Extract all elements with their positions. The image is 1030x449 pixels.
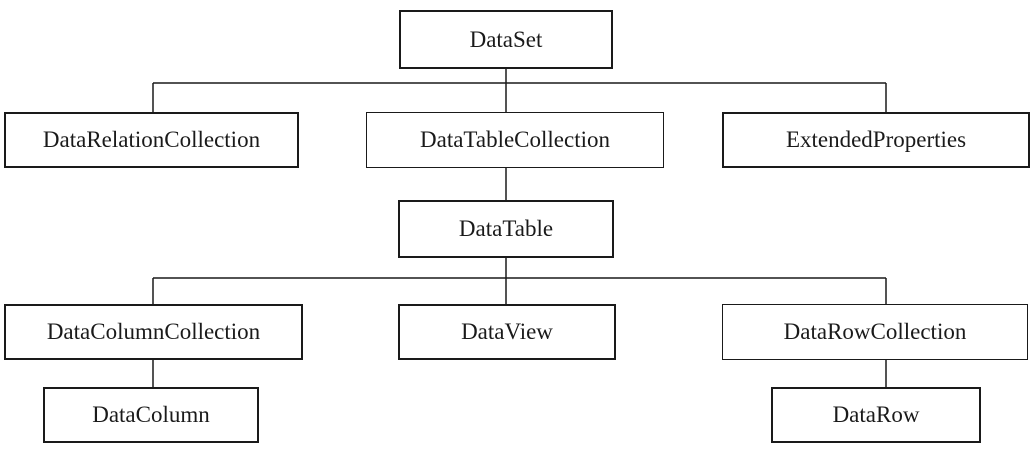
node-data-relation-collection: DataRelationCollection	[4, 112, 299, 168]
node-label: DataRow	[832, 402, 920, 427]
node-label: DataColumnCollection	[46, 319, 261, 344]
node-label: DataTableCollection	[420, 127, 610, 152]
node-data-view: DataView	[398, 304, 616, 360]
node-extended-properties: ExtendedProperties	[722, 112, 1030, 168]
node-data-row-collection: DataRowCollection	[722, 304, 1028, 360]
node-label: DataRelationCollection	[42, 127, 261, 152]
node-data-table-collection: DataTableCollection	[366, 112, 664, 168]
node-label: DataColumn	[92, 402, 210, 427]
node-data-column-collection: DataColumnCollection	[4, 304, 303, 360]
node-dataset: DataSet	[399, 10, 613, 69]
node-label: DataSet	[469, 26, 543, 52]
node-data-table: DataTable	[398, 200, 614, 258]
node-label: DataTable	[458, 216, 554, 241]
node-label: ExtendedProperties	[785, 127, 967, 152]
node-data-column: DataColumn	[43, 387, 259, 443]
node-label: DataView	[461, 319, 553, 344]
node-data-row: DataRow	[771, 387, 981, 443]
node-label: DataRowCollection	[783, 319, 967, 344]
